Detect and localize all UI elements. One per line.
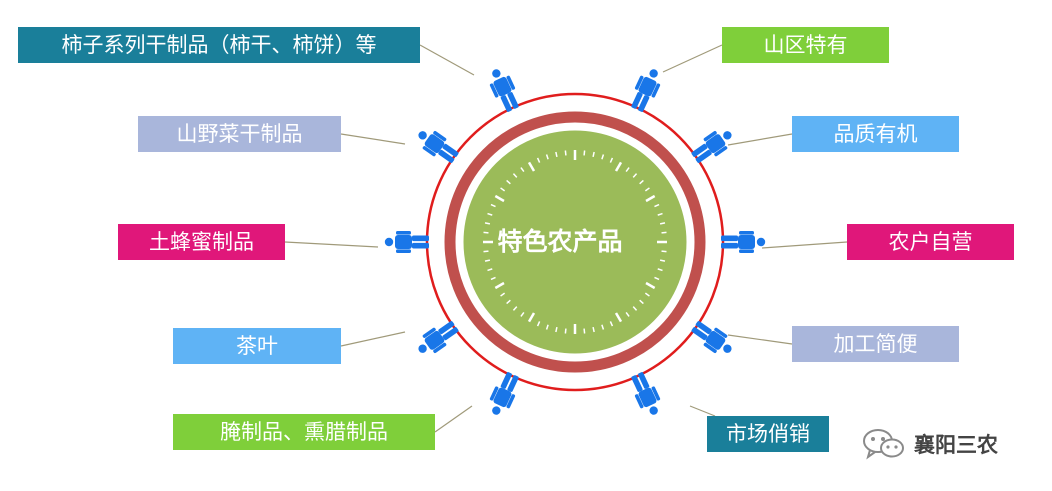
tick-mark — [483, 250, 489, 253]
tick-mark — [487, 268, 493, 272]
tick-mark — [483, 231, 489, 234]
tick-mark — [644, 187, 650, 192]
tick-mark — [527, 161, 536, 172]
tick-mark — [500, 187, 506, 192]
label-cured: 腌制品、熏腊制品 — [173, 414, 435, 450]
label-farmer: 农户自营 — [847, 224, 1014, 260]
connector-line-right-organic — [727, 133, 793, 146]
tick-mark — [644, 292, 650, 297]
tick-mark — [639, 179, 644, 185]
tick-mark — [500, 292, 506, 297]
tick-mark — [512, 173, 518, 178]
tick-mark — [527, 312, 536, 323]
connector-lines — [284, 44, 848, 433]
tick-mark — [536, 157, 541, 163]
person-icon — [721, 231, 766, 253]
center-title: 特色农产品 — [497, 227, 623, 256]
tick-mark — [555, 151, 558, 158]
tick-mark — [601, 154, 605, 160]
label-honey: 土蜂蜜制品 — [118, 224, 285, 260]
outer-ring — [425, 92, 725, 392]
person-icon — [631, 69, 661, 112]
tick-mark — [555, 326, 558, 333]
tick-mark — [583, 150, 586, 156]
tick-mark — [520, 167, 525, 173]
tick-mark — [520, 311, 525, 317]
wechat-icon — [863, 429, 904, 460]
tick-mark — [614, 161, 623, 172]
tick-mark — [609, 157, 614, 163]
tick-mark — [583, 328, 586, 334]
tick-mark — [494, 194, 505, 203]
tick-mark — [506, 179, 511, 185]
tick-mark — [506, 299, 511, 305]
connector-line-left-honey — [284, 241, 379, 248]
tick-mark — [545, 324, 549, 330]
tick-mark — [545, 154, 549, 160]
connector-line-left-tea — [340, 331, 406, 347]
tick-mark — [632, 173, 638, 178]
tick-mark — [484, 259, 491, 262]
center-disc — [460, 127, 690, 357]
clock-ticks — [483, 150, 667, 334]
connector-line-left-wild-veg — [340, 133, 406, 145]
person-icon — [418, 130, 459, 163]
label-processing: 加工简便 — [792, 326, 959, 362]
tick-mark — [592, 151, 595, 158]
tick-mark — [645, 281, 656, 290]
tick-mark — [601, 324, 605, 330]
watermark: 襄阳三农 — [862, 424, 998, 464]
tick-mark — [536, 321, 541, 327]
tick-mark — [512, 306, 518, 311]
tick-mark — [625, 167, 630, 173]
label-organic: 品质有机 — [792, 116, 959, 152]
tick-mark — [490, 276, 496, 281]
tick-mark — [659, 222, 666, 225]
connector-line-right-processing — [727, 334, 793, 345]
connector-line-left-persimmon — [419, 44, 475, 76]
label-market: 市场俏销 — [707, 416, 829, 452]
tick-mark — [632, 306, 638, 311]
people-icons — [384, 69, 766, 415]
tick-mark — [614, 312, 623, 323]
tick-mark — [657, 268, 663, 272]
label-wild-veg: 山野菜干制品 — [138, 116, 341, 152]
person-icon — [691, 130, 732, 163]
person-icon — [384, 231, 429, 253]
person-icon — [631, 372, 661, 415]
tick-mark — [661, 250, 667, 253]
tick-mark — [661, 231, 667, 234]
tick-mark — [490, 203, 496, 208]
label-persimmon: 柿子系列干制品（柿干、柿饼）等 — [18, 27, 420, 63]
label-mountain: 山区特有 — [722, 27, 889, 63]
tick-mark — [484, 222, 491, 225]
tick-mark — [494, 281, 505, 290]
tick-mark — [609, 321, 614, 327]
tick-mark — [564, 328, 567, 334]
connector-line-left-cured — [434, 405, 473, 433]
tick-mark — [659, 259, 666, 262]
tick-mark — [654, 203, 660, 208]
tick-mark — [625, 311, 630, 317]
tick-mark — [487, 212, 493, 216]
tick-mark — [639, 299, 644, 305]
tick-mark — [592, 326, 595, 333]
tick-mark — [645, 194, 656, 203]
person-icon — [418, 321, 459, 354]
watermark-text: 襄阳三农 — [914, 433, 998, 457]
connector-line-right-farmer — [761, 241, 848, 249]
person-icon — [489, 372, 519, 415]
tick-mark — [654, 276, 660, 281]
person-icon — [489, 69, 519, 112]
tick-mark — [564, 150, 567, 156]
connector-line-right-market — [689, 405, 716, 417]
connector-line-right-mountain — [662, 44, 723, 73]
person-icon — [691, 321, 732, 354]
tick-mark — [657, 212, 663, 216]
label-tea: 茶叶 — [173, 328, 341, 364]
inner-ring — [444, 111, 706, 373]
